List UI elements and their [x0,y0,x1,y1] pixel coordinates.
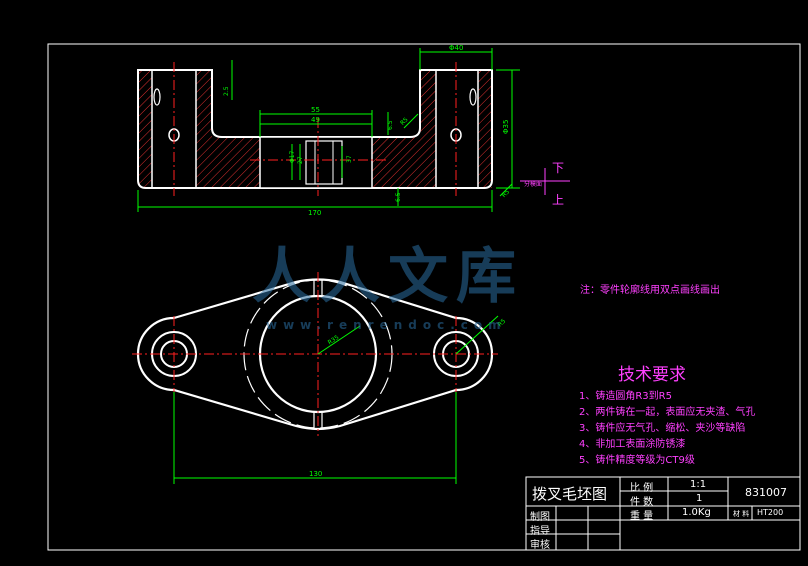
guide-label: 指导 [530,526,550,537]
dim-center-c: 37 [346,155,353,163]
tech-item-3: 3、铸件应无气孔、缩松、夹沙等缺陷 [579,423,746,434]
dim-r-right: R5 [497,318,508,329]
dim-right-h2: R5 [399,116,410,127]
dim-right-tall: Φ35 [502,120,510,134]
hatch-right-inner [420,70,436,188]
drawing-code: 831007 [745,486,787,499]
right-slot [469,88,477,106]
scale-label: 比 例 [630,483,654,494]
watermark-main: 人人文库 [252,242,524,312]
qty-label: 件 数 [630,497,654,508]
hatch-left-mid [212,137,260,188]
dim-top-right: Φ40 [449,44,463,52]
weight-value: 1.0Kg [682,507,711,518]
dim-49: 49 [311,116,320,124]
hatch-left-inner [196,70,212,188]
dim-55: 55 [311,106,320,114]
dim-lower-right: 6.5 [395,192,402,202]
dim-r-center: R35 [327,334,341,347]
material-value: HT200 [757,508,784,517]
tech-item-5: 5、铸件精度等级为CT9级 [579,455,695,466]
label-down: 下 [552,161,564,175]
center-bore [259,136,373,189]
drawing-frame [47,43,801,551]
left-slot [153,88,161,106]
dim-center-b: 27 [297,156,304,164]
dim-overall: 170 [308,209,321,217]
hatch-right-outer [478,70,492,188]
label-up: 上 [552,193,564,207]
dim-left-top: 2.5 [223,86,230,96]
label-parting: 分模面 [524,180,542,188]
dim-r-small-side: R5 [500,188,511,199]
watermark-url: www.renrendoc.com [266,318,507,332]
weight-label: 重 量 [630,511,654,522]
dim-right-h1: 6.5 [387,120,394,130]
hatch-right-mid [372,137,420,188]
plan-view: 130 R35 R5 [132,272,507,484]
note-text: 注：零件轮廓线用双点画线画出 [580,285,720,296]
material-label: 材 料 [733,510,750,518]
tech-item-1: 1、铸造圆角R3到R5 [579,391,672,402]
tech-item-4: 4、非加工表面涂防锈漆 [579,439,686,450]
tech-item-2: 2、两件铸在一起，表面应无夹渣、气孔 [579,407,756,418]
qty-value: 1 [696,493,703,504]
title-block-lines [525,476,801,551]
review-label: 审核 [530,540,550,551]
section-view: Φ40 2.5 55 49 6.5 R5 Φ35 Φ17 27 37 6.5 1… [137,44,520,217]
dim-bottom-130: 130 [309,470,322,478]
draw-label: 制图 [530,512,550,523]
part-name: 拨叉毛坯图 [532,485,608,503]
hatch-left-outer [138,70,152,188]
scale-value: 1:1 [690,479,707,490]
tech-title: 技术要求 [618,365,686,385]
dim-center-a: Φ17 [289,150,296,163]
